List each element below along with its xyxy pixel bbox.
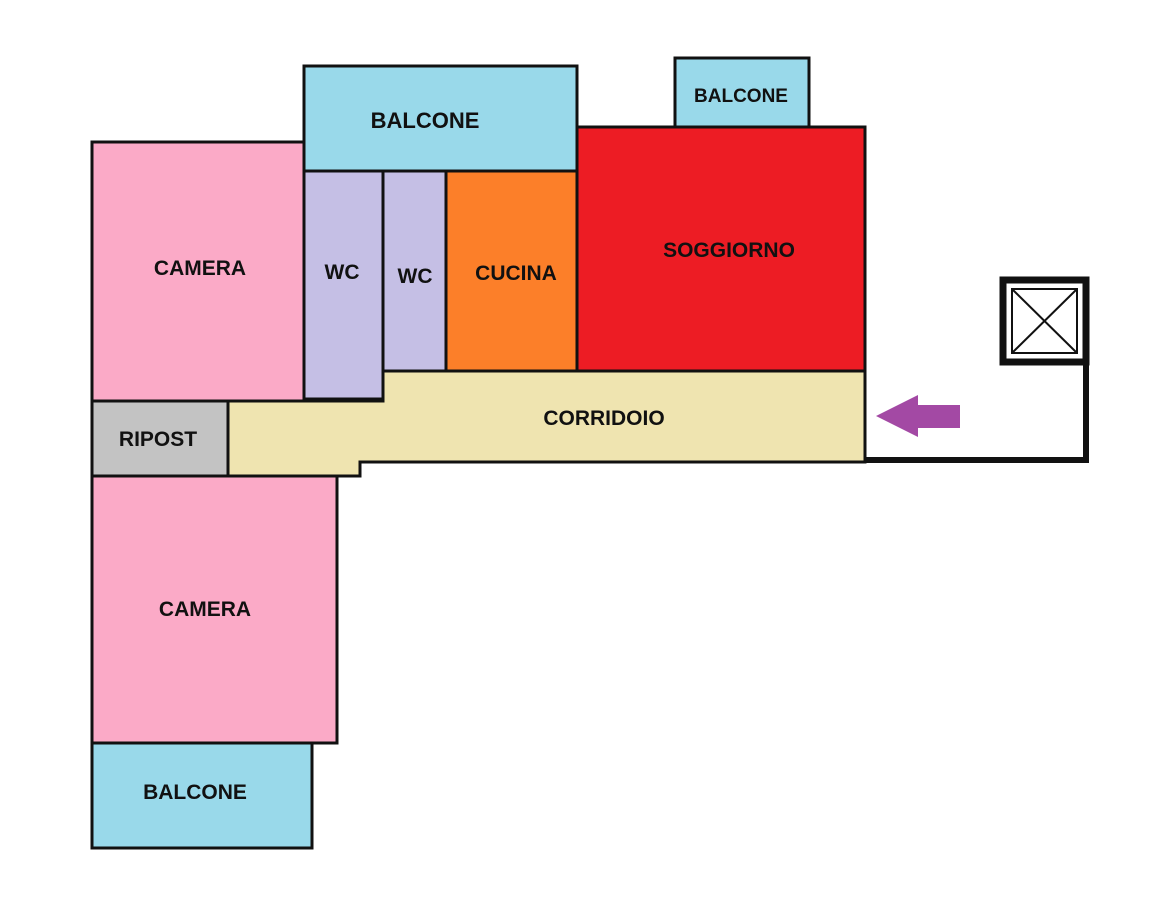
balcone-small-label: BALCONE [694,86,788,107]
balcone-top-label: BALCONE [371,108,480,133]
camera-bottom-room [90,474,339,745]
cucina-room [444,169,579,373]
balcone-top-room [302,64,579,173]
balcone-bottom-label: BALCONE [143,781,247,804]
balcone-small-room [673,56,811,129]
balcone-bottom-room [90,741,314,850]
landing-wall [865,362,1089,463]
wc-1-label: WC [325,261,360,284]
camera-bottom-label: CAMERA [159,598,251,621]
ripost-label: RIPOST [119,428,197,451]
soggiorno-room [575,125,867,373]
ripost-room [90,399,230,478]
corridoio-label: CORRIDOIO [543,407,664,430]
cucina-label: CUCINA [475,262,557,285]
camera-top-room [90,140,306,403]
soggiorno-label: SOGGIORNO [663,239,795,262]
camera-top-label: CAMERA [154,257,246,280]
wc-1-room [302,169,385,401]
wc-2-label: WC [398,265,433,288]
elevator-shaft-icon [999,276,1090,366]
entrance-arrow-icon [876,395,960,437]
corridoio-room [226,369,867,478]
